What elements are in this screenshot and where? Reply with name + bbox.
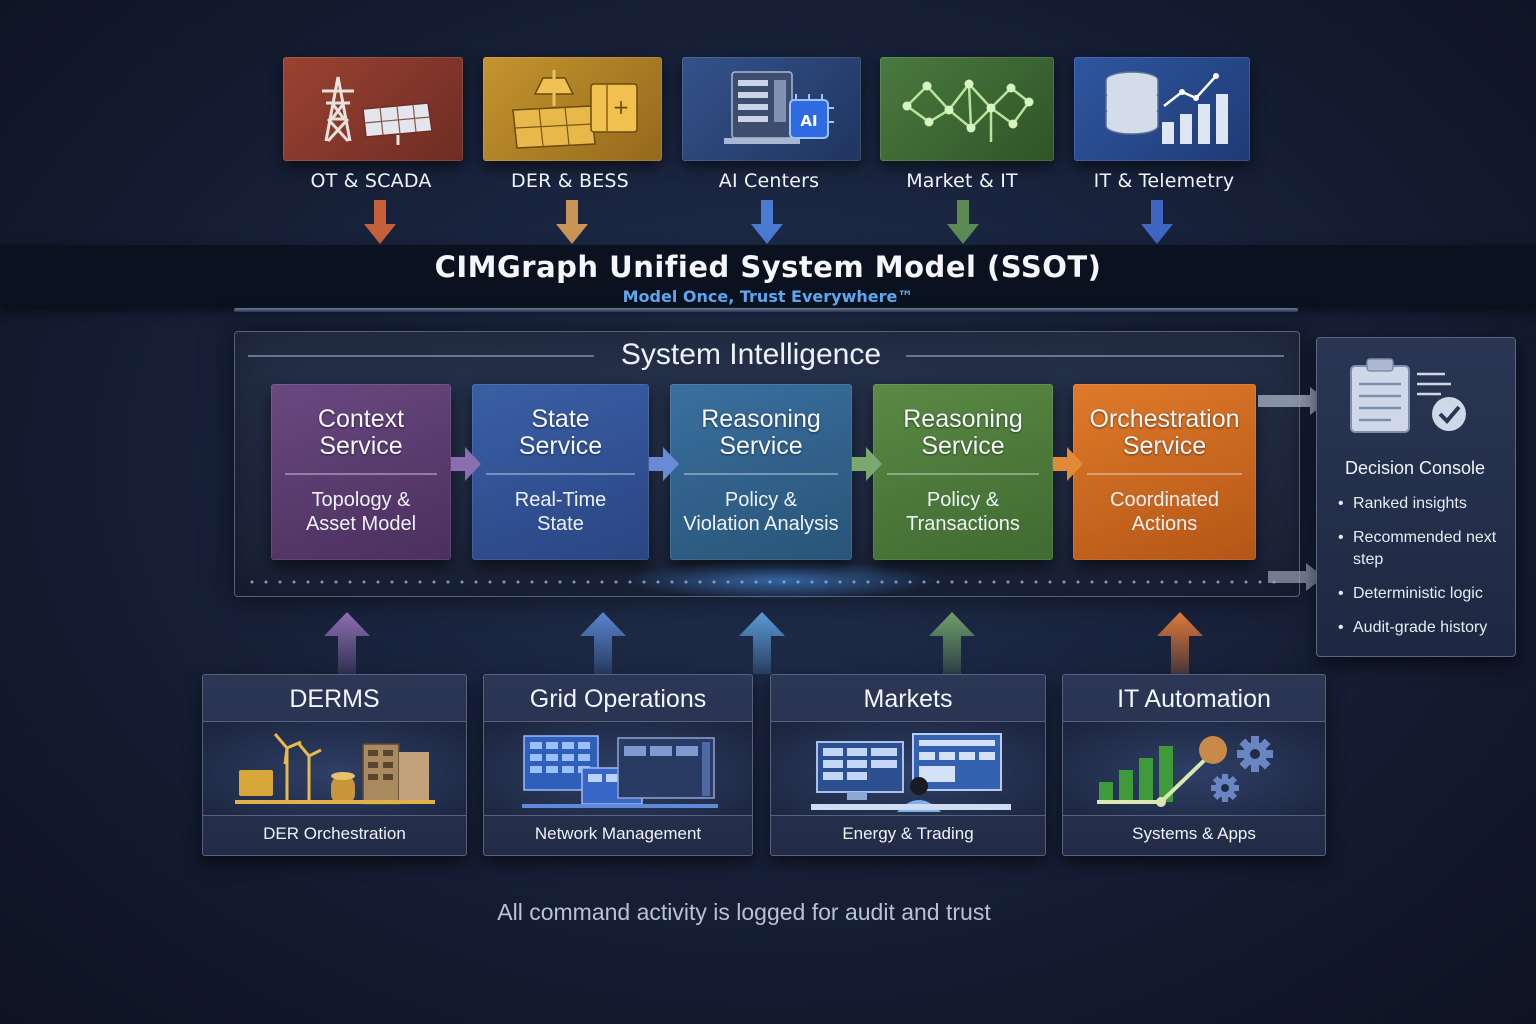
domain-title: DERMS [289,685,380,713]
domain-header-divider [771,721,1045,722]
domain-footer-divider [1063,815,1325,816]
flow-arrow-reasoning-orchestration [1053,447,1083,481]
source-tile-der-bess: + [483,57,662,161]
ai-chip-text: AI [800,112,817,130]
down-arrow-it-telemetry [1141,200,1173,244]
decision-console-list: Ranked insights Recommended next step De… [1338,493,1508,651]
flow-arrow-context-state [451,447,481,481]
database-chart-icon [1105,71,1228,144]
page-title: CIMGraph Unified System Model (SSOT) [434,250,1102,284]
domain-title: Grid Operations [529,685,707,713]
domain-header-divider [484,721,752,722]
server-ai-chip-icon: AI [723,71,834,144]
domain-footer-divider [203,815,466,816]
growth-gears-icon [1097,736,1273,807]
down-arrow-der-bess [556,200,588,244]
source-tile-ai-centers: AI [682,57,861,161]
service-divider [285,473,437,475]
up-arrow-grid-operations [580,612,626,674]
source-label-it-telemetry: IT & Telemetry [1093,170,1235,192]
domain-title: Markets [863,685,953,713]
service-divider [684,473,838,475]
domain-footer-divider [484,815,752,816]
service-divider [486,473,635,475]
down-arrow-ot-scada [364,200,396,244]
domain-card-grid-operations[interactable]: Grid Operations Network Management [483,674,753,856]
domain-card-it-automation[interactable]: IT Automation Systems & Apps [1062,674,1326,856]
up-arrow-derms [324,612,370,674]
control-center-buildings-icon [522,735,718,808]
domain-illustration [1063,722,1325,815]
service-divider [1087,473,1242,475]
power-tower-solar-icon [322,76,433,145]
up-arrow-it-automation [1157,612,1203,674]
network-graph-icon [902,79,1034,142]
source-label-ai-centers: AI Centers [718,170,820,192]
domain-subtitle: Energy & Trading [842,824,974,843]
up-arrow-markets [929,612,975,674]
console-item: Deterministic logic [1338,583,1508,605]
domain-footer-divider [771,815,1045,816]
domain-card-derms[interactable]: DERMS DER Orchestration [202,674,467,856]
domain-subtitle: Systems & Apps [1132,824,1256,843]
section-rule-left [248,355,594,357]
domain-subtitle: DER Orchestration [263,824,406,843]
audit-note: All command activity is logged for audit… [497,899,991,925]
svg-text:+: + [612,95,629,119]
section-title-system-intelligence: System Intelligence [620,338,882,371]
arrow-to-console-top [1258,387,1328,415]
domain-illustration [771,722,1045,815]
up-arrow-reasoning [739,612,785,674]
clipboard-check-icon [1350,358,1466,433]
service-description: Policy &Violation Analysis [683,489,839,535]
banner-divider [234,308,1298,312]
ssot-banner [0,245,1536,307]
flow-arrow-state-reasoning [649,447,679,481]
source-tile-it-telemetry [1074,57,1250,161]
domain-header-divider [203,721,466,722]
page-subtitle: Model Once, Trust Everywhere™ [622,287,914,306]
console-item: Ranked insights [1338,493,1508,515]
solar-battery-icon: + [511,70,638,149]
domain-subtitle: Network Management [534,824,702,843]
dotted-bus-line [245,580,1285,584]
domain-illustration [484,722,752,815]
source-tile-ot-scada [283,57,463,161]
service-description: Policy &Transactions [906,489,1020,535]
service-divider [887,473,1039,475]
decision-console-title: Decision Console [1344,458,1486,478]
service-description: Topology &Asset Model [305,489,417,535]
domain-card-markets[interactable]: Markets Energy & Trading [770,674,1046,856]
source-label-market-it: Market & IT [906,170,1018,192]
down-arrow-market-it [947,200,979,244]
wind-solar-storage-icon [235,733,435,805]
console-item: Recommended next step [1338,527,1508,571]
arrow-to-console-bottom [1268,563,1324,591]
source-tile-market-it [880,57,1054,161]
down-arrow-ai-centers [751,200,783,244]
console-item: Audit-grade history [1338,617,1508,639]
domain-illustration [203,722,466,815]
trading-desk-icon [811,733,1011,812]
source-label-der-bess: DER & BESS [511,170,629,192]
domain-header-divider [1063,721,1325,722]
domain-title: IT Automation [1117,685,1271,713]
section-rule-right [906,355,1284,357]
flow-arrow-reasoning-reasoning [852,447,882,481]
source-label-ot-scada: OT & SCADA [310,170,432,192]
